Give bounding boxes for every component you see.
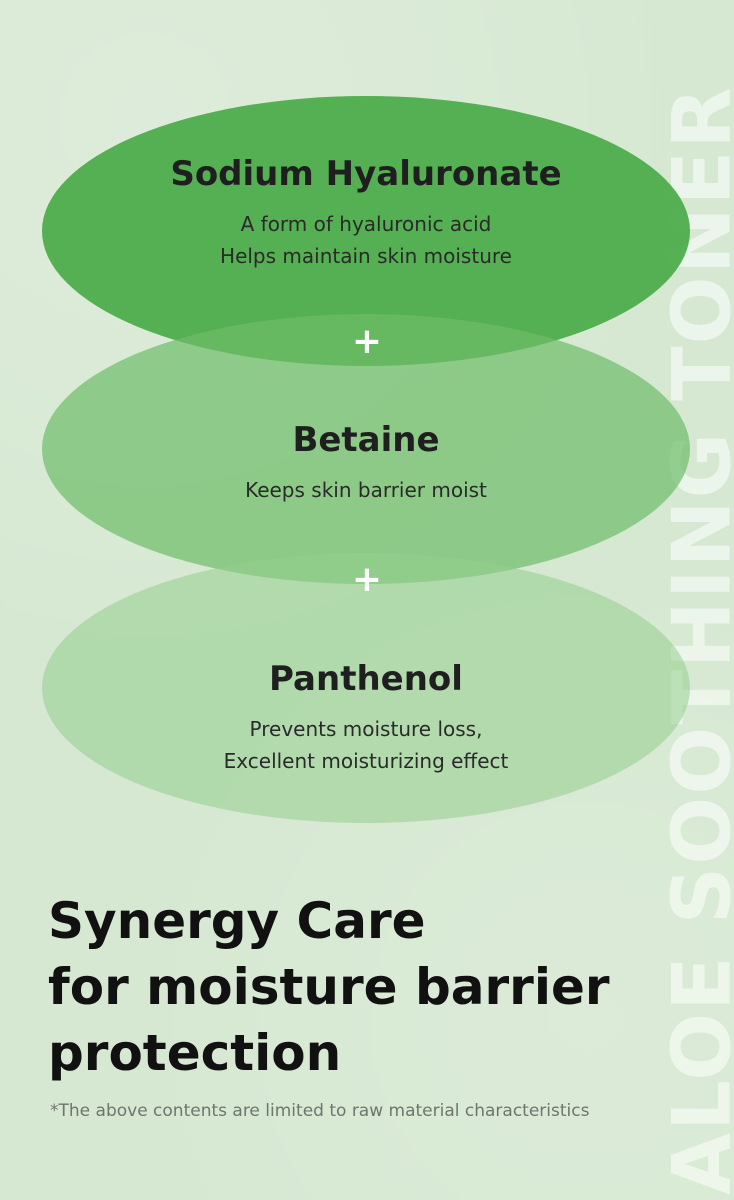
ingredient-sodium-hyaluronate: Sodium Hyaluronate A form of hyaluronic …: [42, 154, 690, 272]
ingredient-title: Betaine: [292, 420, 440, 460]
plus-icon: +: [351, 559, 383, 600]
footnote: *The above contents are limited to raw m…: [50, 1101, 590, 1121]
ingredient-title: Sodium Hyaluronate: [170, 154, 562, 194]
ingredient-description: Prevents moisture loss, Excellent moistu…: [223, 717, 509, 773]
plus-icon: +: [351, 321, 383, 362]
ingredient-betaine: Betaine Keeps skin barrier moist: [42, 420, 690, 506]
ingredient-description: A form of hyaluronic acid Helps maintain…: [220, 212, 512, 268]
ingredient-description: Keeps skin barrier moist: [245, 478, 487, 502]
headline: Synergy Care for moisture barrier protec…: [48, 892, 610, 1082]
ingredient-title: Panthenol: [269, 659, 463, 699]
ingredient-ellipse-3: [42, 553, 690, 823]
ingredient-ellipse-2: [42, 314, 690, 584]
ingredient-panthenol: Panthenol Prevents moisture loss, Excell…: [42, 659, 690, 777]
